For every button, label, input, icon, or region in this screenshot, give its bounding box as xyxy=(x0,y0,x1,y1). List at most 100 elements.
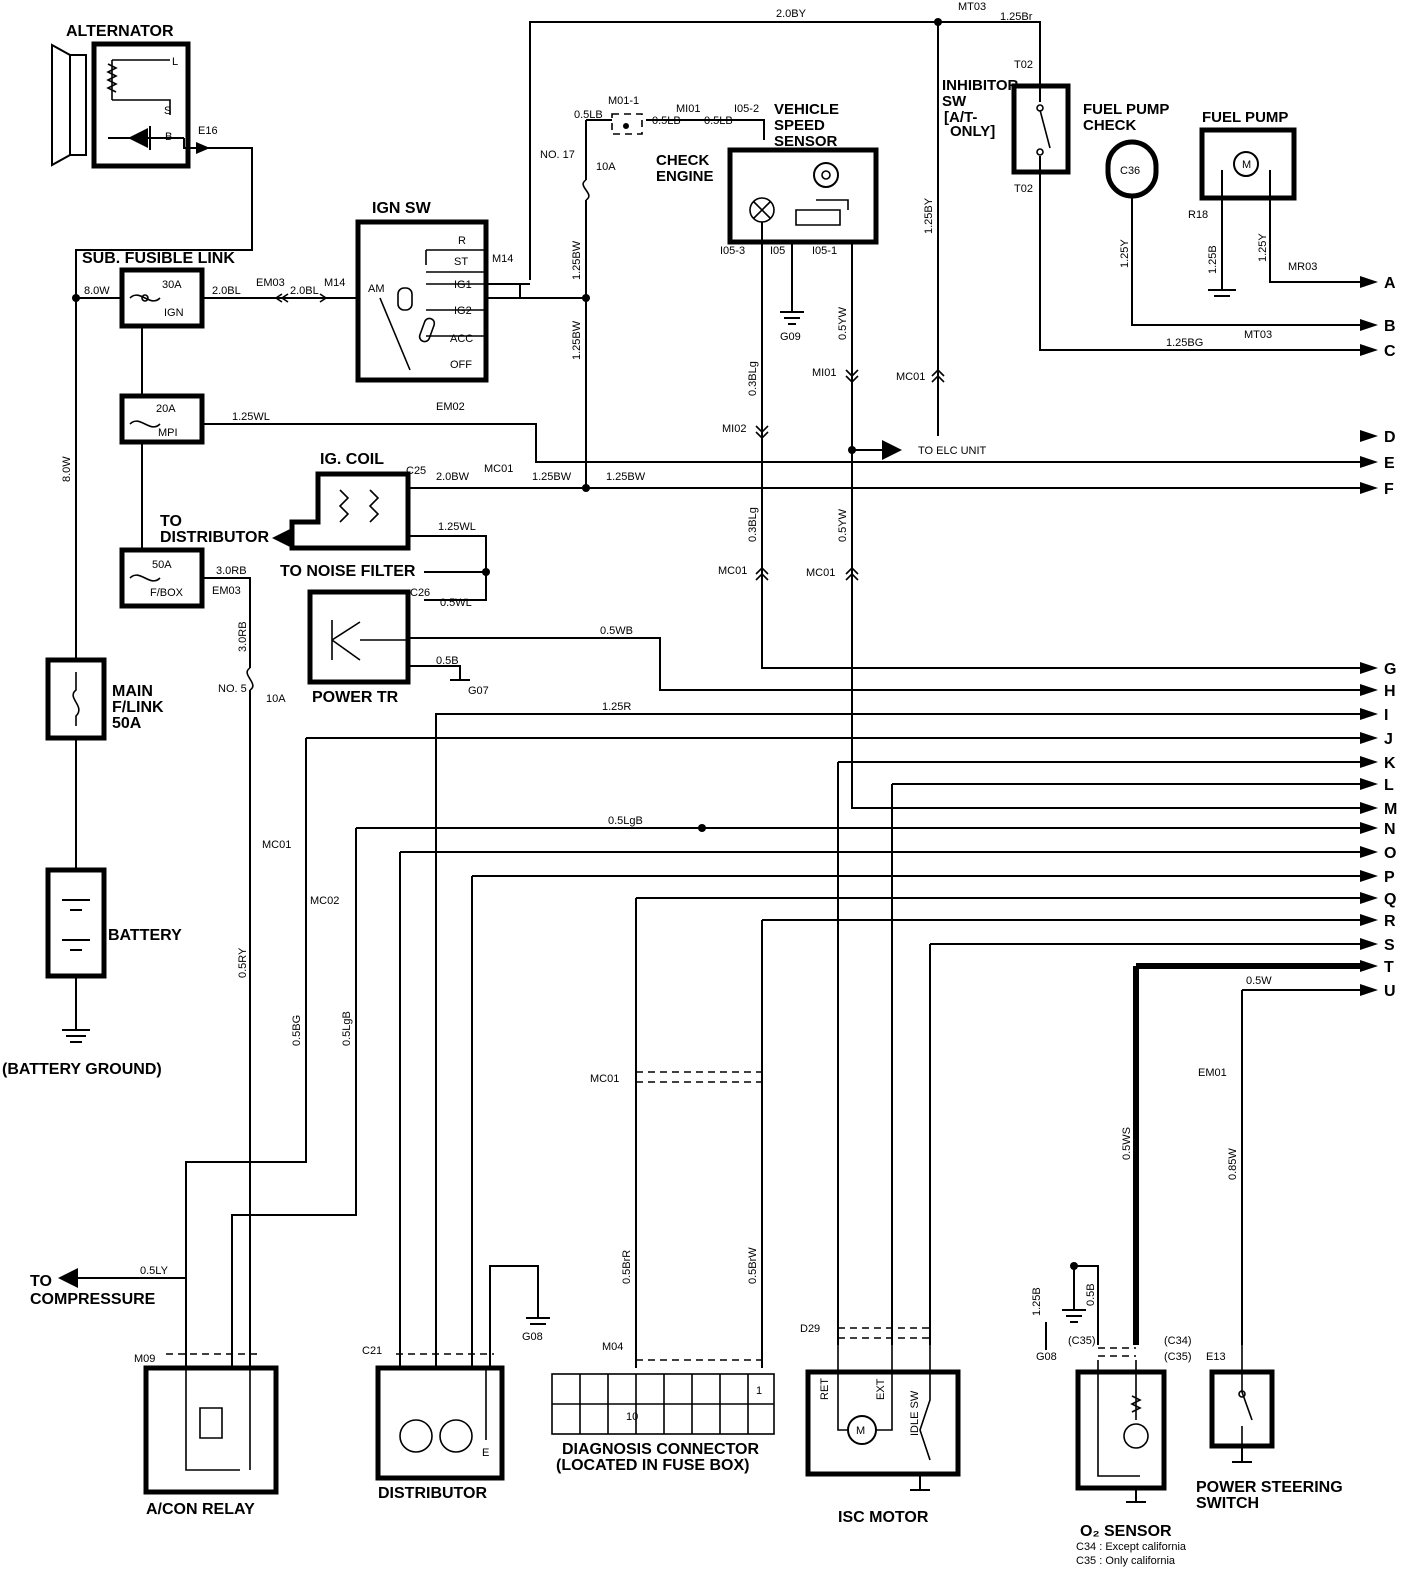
wire-0-5ws: 0.5WS xyxy=(1121,1127,1133,1160)
isc-ext: EXT xyxy=(875,1378,887,1400)
isc-motor: M D29 RET EXT IDLE SW ISC MOTOR xyxy=(800,1323,961,1526)
power-tr-label: POWER TR xyxy=(312,689,399,706)
wire-0-5wl: 0.5WL xyxy=(440,597,472,609)
fbox-fuse-name: F/BOX xyxy=(150,587,184,599)
fuel-pump-check-label-1: FUEL PUMP xyxy=(1083,101,1169,118)
o2-note-1: C34 : Except california xyxy=(1076,1541,1187,1553)
output-arrow-g xyxy=(1360,662,1378,674)
wire-1-25wl-b: 1.25WL xyxy=(438,521,476,533)
conn-i05-3: I05-3 xyxy=(720,245,745,257)
inhibitor-switch: INHIBITOR SW [A/T- ONLY] T02 T02 xyxy=(942,59,1360,351)
main-link-2: F/LINK xyxy=(112,699,164,716)
conn-g08-b: G08 xyxy=(1036,1351,1057,1363)
vss-label-2: SPEED xyxy=(774,117,825,134)
output-label-t: T xyxy=(1384,959,1394,976)
fuel-pump: FUEL PUMP M R18 1.25B 1.25Y MR03 1.25BG … xyxy=(1166,109,1360,349)
wire-0-5w: 0.5W xyxy=(1246,975,1272,987)
wire-1-25bw-c: 1.25BW xyxy=(532,471,572,483)
output-arrow-m xyxy=(1360,802,1378,814)
output-arrow-t xyxy=(1360,960,1378,972)
wire-0-5lgb-a: 0.5LgB xyxy=(608,815,643,827)
output-arrow-n xyxy=(1360,822,1378,834)
output-arrow-i xyxy=(1360,708,1378,720)
alternator-label: ALTERNATOR xyxy=(66,23,174,40)
wire-2-0bl-a: 2.0BL xyxy=(212,285,241,297)
output-label-c: C xyxy=(1384,343,1396,360)
conn-mi01-top: MI01 xyxy=(676,103,700,115)
alt-l-label: L xyxy=(172,56,178,68)
output-arrow-c xyxy=(1360,344,1378,356)
alt-conn-label: E16 xyxy=(198,125,218,137)
wire-0-5ly: 0.5LY xyxy=(140,1265,169,1277)
diag-conn-label-1: DIAGNOSIS CONNECTOR xyxy=(562,1441,760,1458)
vehicle-speed-sensor: CHECK ENGINE VEHICLE SPEED SENSOR TO ELC… xyxy=(656,101,1360,809)
mpi-fuse-amp: 20A xyxy=(156,403,176,415)
output-label-p: P xyxy=(1384,869,1395,886)
wire-8-0w-b: 8.0W xyxy=(61,456,73,482)
main-link-3: 50A xyxy=(112,715,142,732)
main-link-1: MAIN xyxy=(112,683,153,700)
alt-b-label: B xyxy=(165,131,172,143)
wire-1-25wl-a: 1.25WL xyxy=(232,411,270,423)
wire-0-85w: 0.85W xyxy=(1227,1148,1239,1180)
o2-note-2: C35 : Only california xyxy=(1076,1555,1176,1567)
conn-mc01-9: MC01 xyxy=(896,371,925,383)
fbox-fuse: 50A F/BOX 3.0RB EM03 3.0RB NO. 5 10A 0.5… xyxy=(119,547,286,1368)
wire-1-25by: 1.25BY xyxy=(923,197,935,234)
conn-t02-bot: T02 xyxy=(1014,183,1033,195)
output-arrow-b xyxy=(1360,319,1378,331)
output-label-d: D xyxy=(1384,429,1396,446)
output-label-k: K xyxy=(1384,755,1396,772)
output-arrow-h xyxy=(1360,684,1378,696)
fbox-fuse-amp: 50A xyxy=(152,559,172,571)
output-label-r: R xyxy=(1384,913,1396,930)
wire-0-3blg-b: 0.3BLg xyxy=(747,507,759,542)
wire-2-0bw: 2.0BW xyxy=(436,471,470,483)
check-engine-label-2: ENGINE xyxy=(656,168,714,185)
mpi-fuse-name: MPI xyxy=(158,427,178,439)
wire-2-0bl-b: 2.0BL xyxy=(290,285,319,297)
wire-1-25r: 1.25R xyxy=(602,701,631,713)
output-arrow-j xyxy=(1360,732,1378,744)
conn-em03: EM03 xyxy=(256,277,285,289)
fuse-no17-amp: 10A xyxy=(596,161,616,173)
wire-3-0rb-b: 3.0RB xyxy=(237,621,249,652)
ign-acc: ACC xyxy=(450,333,473,345)
sub-fusible-link-label: SUB. FUSIBLE LINK xyxy=(82,250,235,267)
wire-8-0w-a: 8.0W xyxy=(84,285,110,297)
output-label-o: O xyxy=(1384,845,1396,862)
wire-1-25bw-d: 1.25BW xyxy=(606,471,646,483)
acon-relay: 0.5LY TO COMPRESSURE M09 A/CON RELAY xyxy=(30,1265,279,1518)
ign-off: OFF xyxy=(450,359,472,371)
isc-motor-m: M xyxy=(856,1425,865,1437)
isc-motor-label: ISC MOTOR xyxy=(838,1509,929,1526)
output-label-g: G xyxy=(1384,661,1396,678)
wire-0-3blg-a: 0.3BLg xyxy=(747,361,759,396)
to-noise-filter: TO NOISE FILTER xyxy=(280,563,416,580)
ign-r: R xyxy=(458,235,466,247)
wire-0-5lgb-b: 0.5LgB xyxy=(341,1011,353,1046)
ign-am: AM xyxy=(368,283,385,295)
output-label-m: M xyxy=(1384,801,1397,818)
output-label-u: U xyxy=(1384,983,1396,1000)
conn-i05-1: I05-1 xyxy=(812,245,837,257)
alt-s-label: S xyxy=(164,105,171,117)
diag-conn-label-2: (LOCATED IN FUSE BOX) xyxy=(556,1457,749,1474)
wire-0-5b-b: 0.5B xyxy=(1085,1283,1097,1306)
conn-c35-b: (C35) xyxy=(1164,1351,1192,1363)
conn-c34: (C34) xyxy=(1164,1335,1192,1347)
conn-mi01-12: MI01 xyxy=(812,367,836,379)
output-label-i: I xyxy=(1384,707,1388,724)
lower-bus: 1.25R 0.5LgB 0.5W MC01 MC02 0.5BG 0.5LgB… xyxy=(185,701,1360,1368)
wire-0-5wb: 0.5WB xyxy=(600,625,633,637)
o2-sensor: 1.25B 0.5B G08 (C35) (C34) (C35) O₂ SENS… xyxy=(1031,1262,1192,1567)
fuel-pump-check-label-2: CHECK xyxy=(1083,117,1137,134)
output-label-h: H xyxy=(1384,683,1396,700)
inhibitor-label-1: INHIBITOR xyxy=(942,77,1019,94)
wire-1-25b-a: 1.25B xyxy=(1207,245,1219,274)
mpi-fuse: 20A MPI 1.25WL EM02 xyxy=(119,326,1360,550)
battery-label: BATTERY xyxy=(108,927,182,944)
ign-switch: IGN SW R ST IG1 IG2 ACC OFF AM M14 xyxy=(355,200,586,383)
wire-0-5yw-a: 0.5YW xyxy=(837,306,849,340)
ign-fuse-amp: 30A xyxy=(162,279,182,291)
